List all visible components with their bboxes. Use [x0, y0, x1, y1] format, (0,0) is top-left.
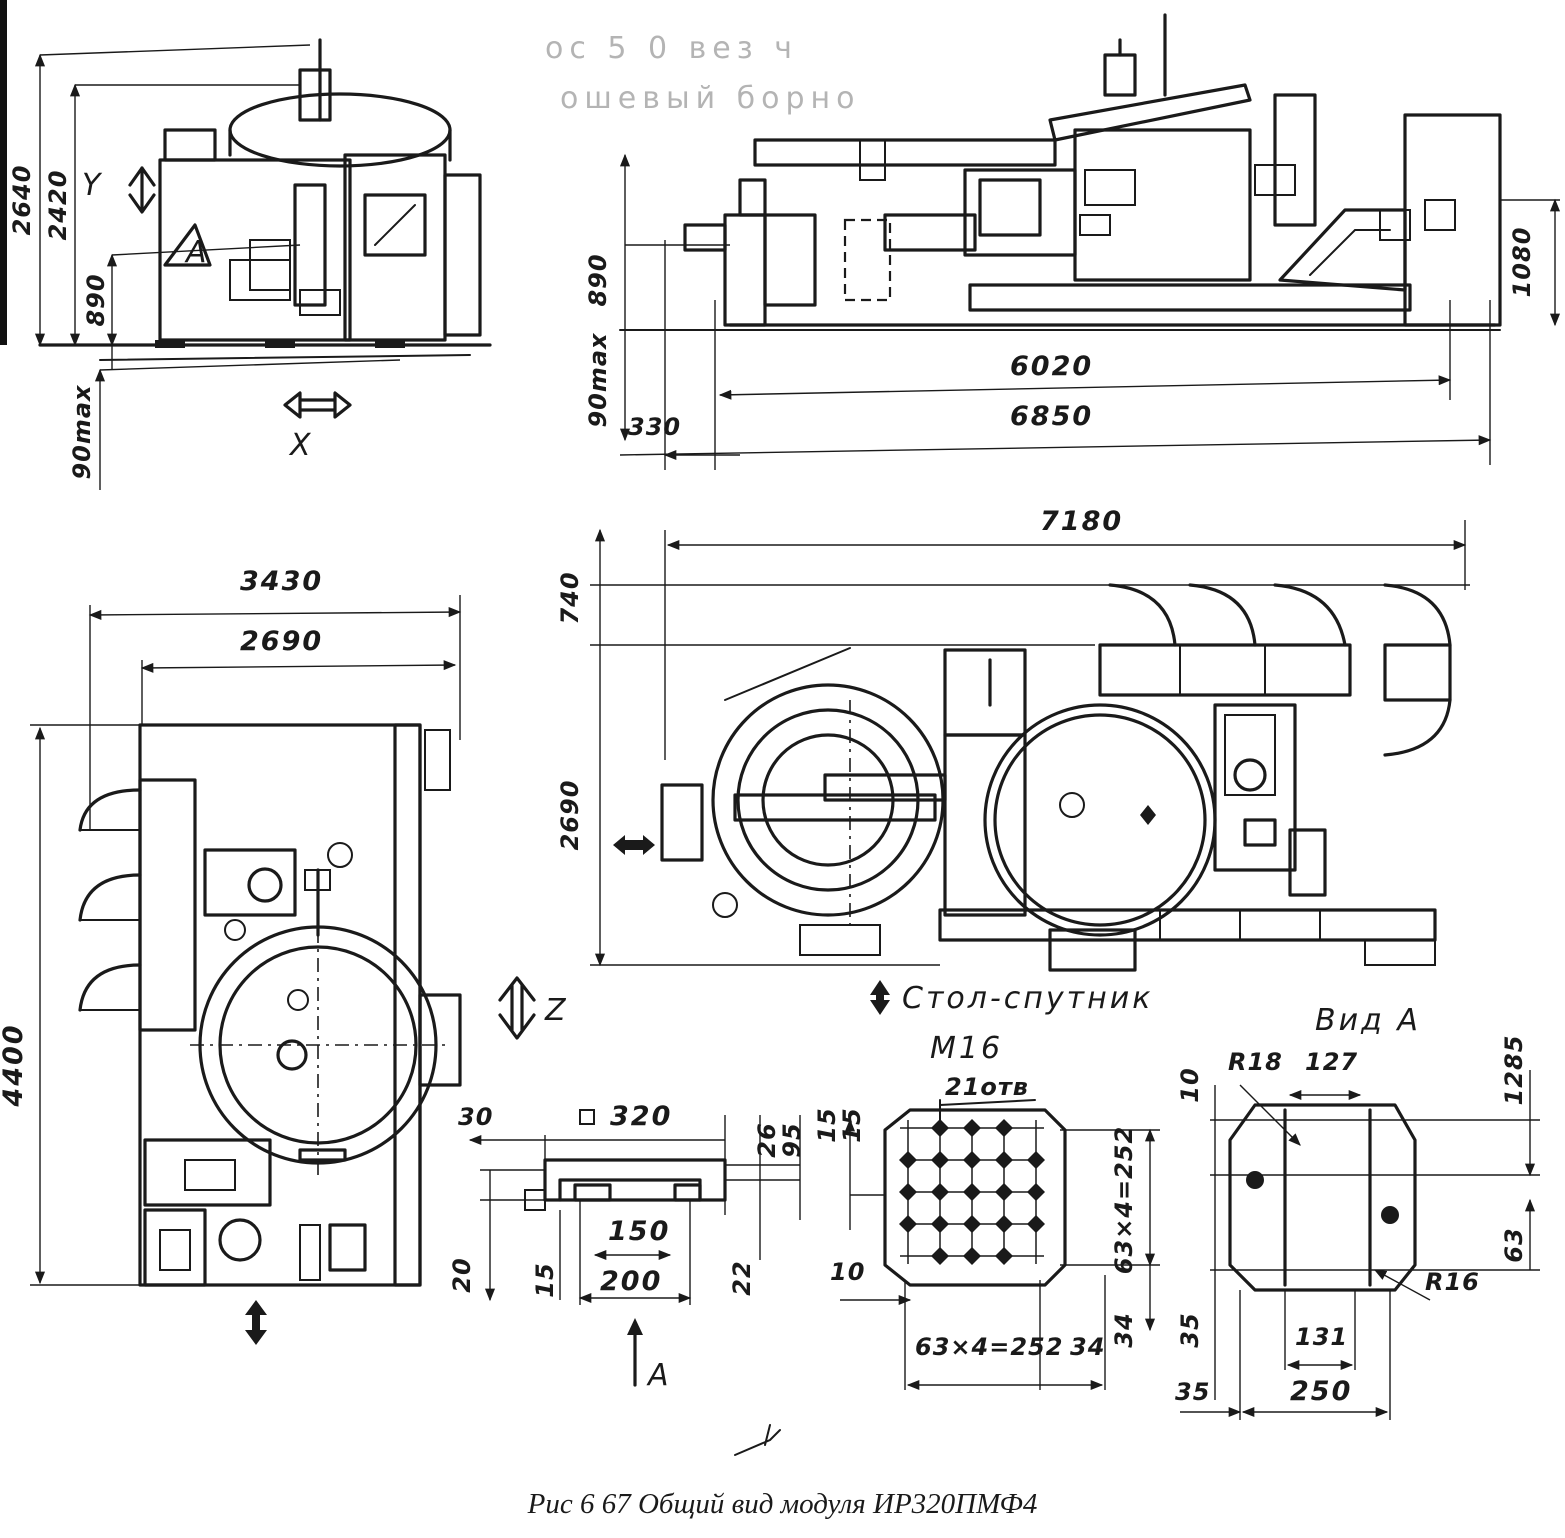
- faint-text-line-2: ошевый борно: [560, 81, 861, 116]
- dim-34-v: 34: [1110, 1312, 1138, 1347]
- dim-890-front: 890: [584, 253, 612, 306]
- front-view: 890 90max 6020 6850 330 1080: [584, 13, 1561, 470]
- scan-edge-bar: [0, 0, 7, 345]
- view-arrow-a-label: A: [646, 1358, 672, 1393]
- dim-1080: 1080: [1508, 227, 1536, 298]
- dim-63x4-v: 63×4=252: [1110, 1126, 1138, 1274]
- side-view: 2640 2420 890 90max Y X A: [8, 38, 492, 490]
- dim-320: 320: [610, 1101, 672, 1132]
- dim-30: 30: [458, 1103, 493, 1131]
- dim-r16: R16: [1425, 1268, 1480, 1296]
- axis-z-label: Z: [544, 993, 569, 1028]
- dim-4400: 4400: [0, 1023, 29, 1107]
- dim-330: 330: [628, 413, 681, 441]
- view-a: Вид А 10 R18 127 1285 63 R16 35 131 35 2…: [1175, 1003, 1540, 1420]
- plan-left-view: 3430 2690 4400 Z: [0, 566, 569, 1345]
- hole-grid: [899, 1119, 1045, 1265]
- dim-150: 150: [608, 1216, 670, 1247]
- dim-3430: 3430: [240, 566, 323, 597]
- dim-95: 95: [778, 1122, 806, 1157]
- pallet-top-view: M16 21отв 15 10 63×4=252 63×4=252 34 34: [830, 1031, 1160, 1391]
- dim-10-va: 10: [1176, 1067, 1204, 1102]
- dim-15-b: 15: [531, 1262, 559, 1297]
- dim-35-h: 35: [1175, 1378, 1210, 1406]
- dim-6020: 6020: [1010, 351, 1093, 382]
- dim-131: 131: [1295, 1323, 1348, 1351]
- dim-26: 26: [753, 1122, 781, 1157]
- dim-6850: 6850: [1010, 401, 1093, 432]
- dim-15-c: 15: [838, 1107, 866, 1142]
- dim-1285: 1285: [1500, 1035, 1528, 1106]
- figure-caption: Рис 6 67 Общий вид модуля ИР320ПМФ4: [527, 1488, 1038, 1520]
- stray-mark: [734, 1424, 781, 1456]
- dim-35-v: 35: [1176, 1312, 1204, 1347]
- dim-90max-front: 90max: [584, 332, 612, 428]
- holes-21: 21отв: [945, 1073, 1029, 1101]
- dim-740: 740: [556, 571, 584, 624]
- dim-2690-right: 2690: [556, 780, 584, 851]
- plan-right-view: 7180 740 2690: [556, 506, 1470, 1016]
- view-a-title: Вид А: [1315, 1003, 1421, 1038]
- dim-34-h: 34: [1070, 1333, 1105, 1361]
- pallet-label: Стол-спутник: [902, 981, 1153, 1016]
- marker-a-side: A: [184, 235, 210, 270]
- axis-x-label: X: [288, 428, 314, 463]
- dim-890-side: 890: [82, 273, 110, 326]
- dim-7180: 7180: [1040, 506, 1123, 537]
- dim-10: 10: [830, 1258, 865, 1286]
- dim-63-va: 63: [1500, 1227, 1528, 1262]
- axis-y-label: Y: [82, 168, 103, 203]
- dim-250: 250: [1290, 1376, 1352, 1407]
- dim-2640: 2640: [8, 165, 36, 236]
- dim-200: 200: [600, 1266, 662, 1297]
- faint-text-line-1: ос 5 0 вез ч: [545, 31, 798, 66]
- dim-22: 22: [728, 1260, 756, 1295]
- dim-127: 127: [1305, 1048, 1358, 1076]
- thread-m16: M16: [930, 1031, 1003, 1066]
- dim-63x4-h: 63×4=252: [915, 1333, 1063, 1361]
- dim-90max-side: 90max: [68, 384, 96, 480]
- dim-2690-left: 2690: [240, 626, 323, 657]
- dim-2420: 2420: [44, 170, 72, 241]
- pallet-section: 30 320 26 95 15 20 15 150 200 22 A: [448, 1101, 841, 1393]
- dim-15-a: 15: [813, 1107, 841, 1142]
- dim-20: 20: [448, 1257, 476, 1292]
- dim-r18: R18: [1228, 1048, 1283, 1076]
